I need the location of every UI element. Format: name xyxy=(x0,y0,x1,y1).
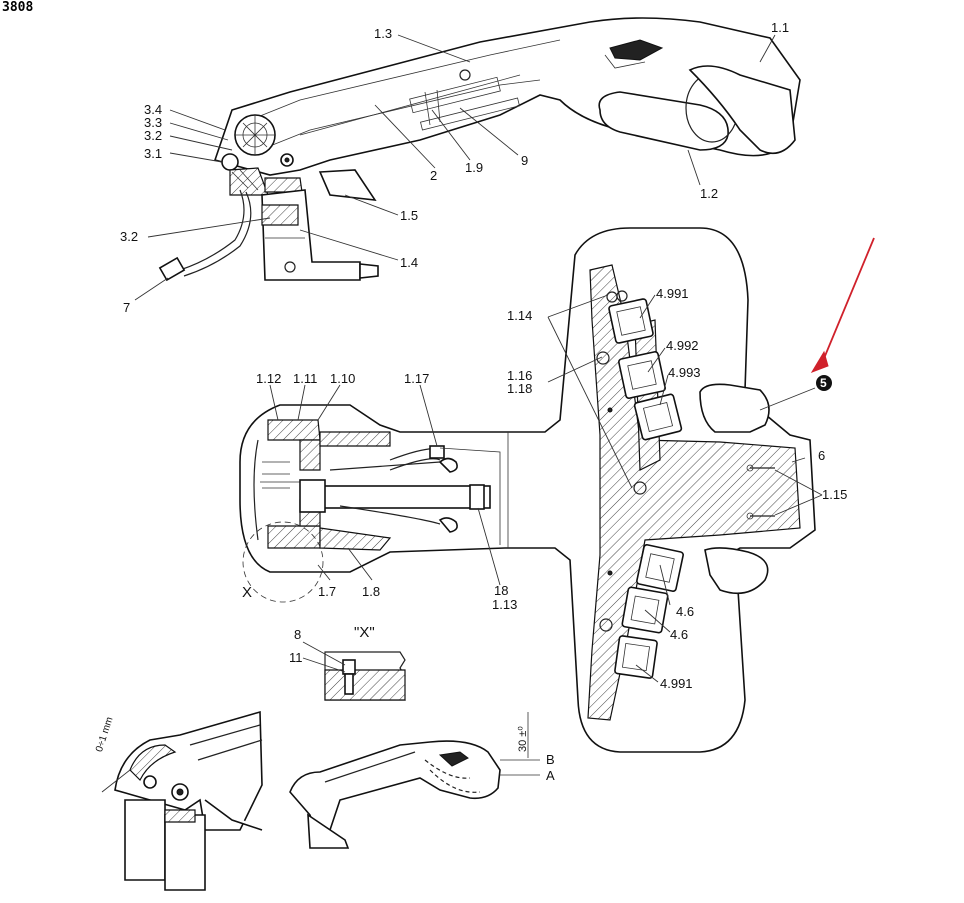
label-8: 8 xyxy=(294,627,302,642)
label-3-2b: 3.2 xyxy=(120,229,139,244)
label-1-4: 1.4 xyxy=(400,255,419,270)
label-1-15: 1.15 xyxy=(822,487,848,502)
label-4-993: 4.993 xyxy=(668,365,701,380)
side-view xyxy=(158,17,801,282)
bottom-left-detail xyxy=(101,710,263,891)
label-1-2: 1.2 xyxy=(700,186,719,201)
label-1-7: 1.7 xyxy=(318,584,337,599)
label-9: 9 xyxy=(521,153,529,168)
label-1-17: 1.17 xyxy=(404,371,430,386)
label-3-4: 3.4 xyxy=(144,102,163,117)
label-1-1: 1.1 xyxy=(771,20,790,35)
label-30deg: 30 ±⁰ xyxy=(517,726,529,752)
label-1-12: 1.12 xyxy=(256,371,282,386)
label-1-18: 1.18 xyxy=(507,381,533,396)
label-a: A xyxy=(546,768,555,783)
section-view xyxy=(239,227,816,753)
label-3-1: 3.1 xyxy=(144,146,163,161)
label-1-14: 1.14 xyxy=(507,308,533,323)
detail-x xyxy=(302,641,406,701)
label-4-991-top: 4.991 xyxy=(656,286,689,301)
button-cluster-top xyxy=(608,298,683,441)
label-2: 2 xyxy=(430,168,438,183)
detail-x-title: "X" xyxy=(354,624,375,641)
label-1-11: 1.11 xyxy=(293,371,318,386)
label-7: 7 xyxy=(123,300,131,315)
drawing-id: 3808 xyxy=(2,0,34,15)
highlight-arrow xyxy=(810,237,875,391)
label-4-991-bottom: 4.991 xyxy=(660,676,693,691)
label-1-9: 1.9 xyxy=(465,160,484,175)
side-view-callouts xyxy=(134,34,776,301)
label-11: 11 xyxy=(289,650,303,665)
label-1-13: 1.13 xyxy=(492,597,518,612)
label-4-6-a: 4.6 xyxy=(676,604,695,619)
label-1-8: 1.8 xyxy=(362,584,381,599)
label-18: 18 xyxy=(494,583,509,598)
section-view-callouts xyxy=(269,294,823,683)
label-6: 6 xyxy=(818,448,826,463)
bottom-small-view xyxy=(289,712,540,849)
label-3-3: 3.3 xyxy=(144,115,163,130)
label-b: B xyxy=(546,752,555,767)
label-3-2a: 3.2 xyxy=(144,128,163,143)
label-1-16: 1.16 xyxy=(507,368,533,383)
label-4-992: 4.992 xyxy=(666,338,699,353)
label-4-6-b: 4.6 xyxy=(670,627,689,642)
label-x: X xyxy=(242,584,253,601)
label-1-5: 1.5 xyxy=(400,208,419,223)
label-1-3: 1.3 xyxy=(374,26,393,41)
label-1-10: 1.10 xyxy=(330,371,356,386)
badge-5: 5 xyxy=(820,376,827,390)
